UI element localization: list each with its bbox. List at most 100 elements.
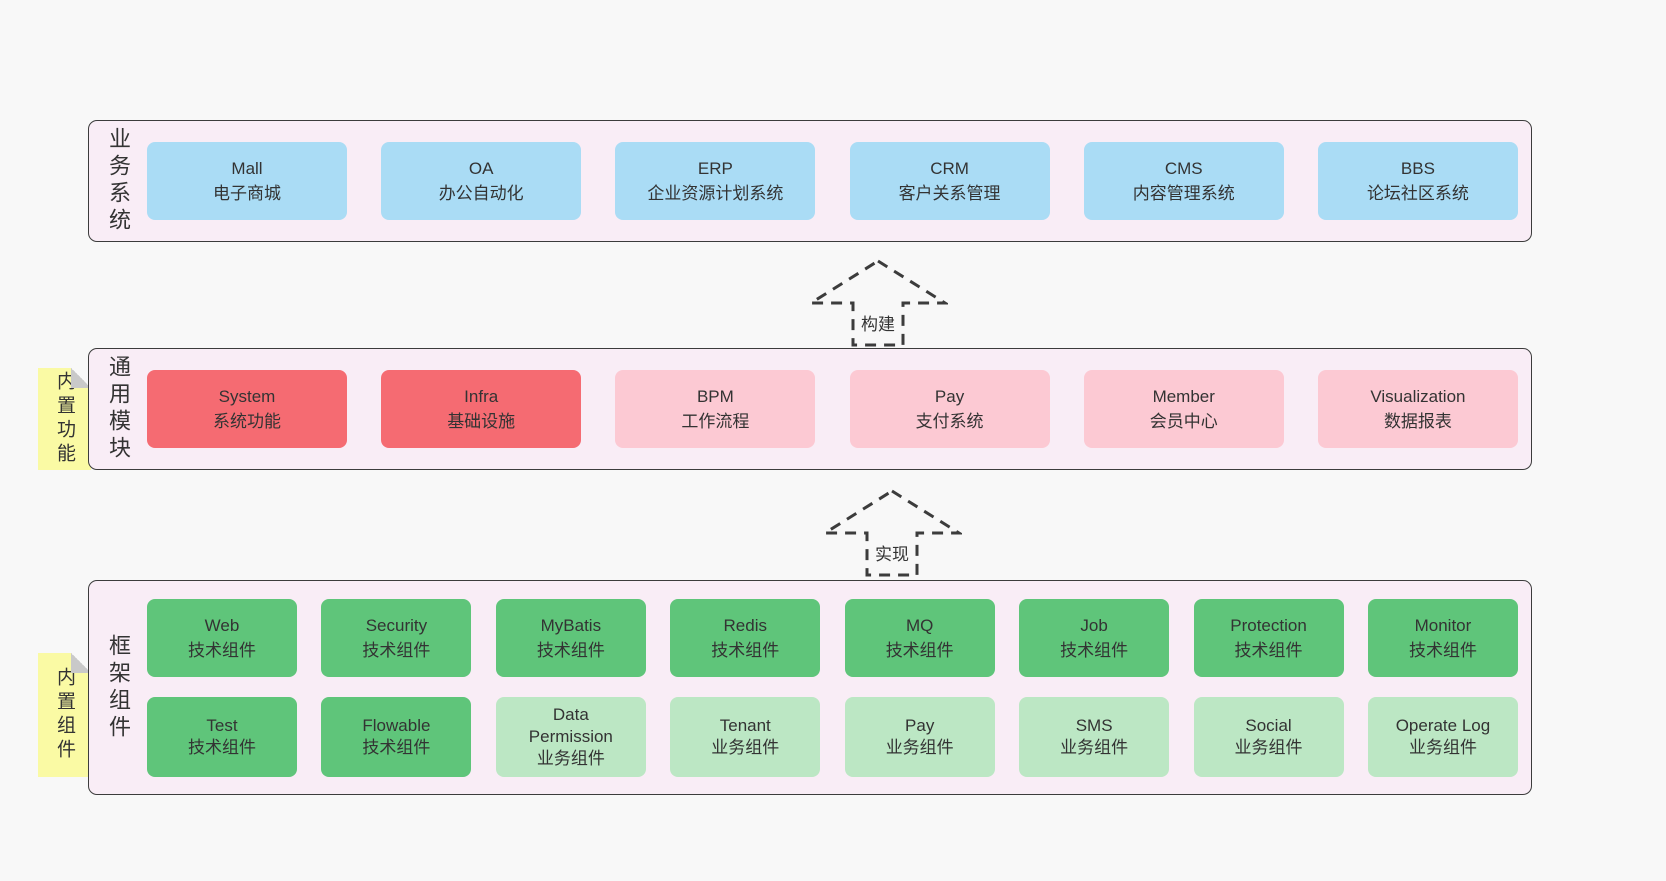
box-redis: Redis 技术组件 — [670, 598, 821, 677]
box-tenant: Tenant 业务组件 — [670, 696, 821, 777]
built-in-components-tab: 内置组件 — [38, 653, 91, 777]
box-bbs: BBS 论坛社区系统 — [1317, 142, 1518, 220]
box-security: Security 技术组件 — [321, 598, 472, 677]
box-crm: CRM 客户关系管理 — [849, 142, 1050, 220]
box-subtitle: 技术组件 — [1060, 640, 1129, 660]
up-arrow-icon — [808, 259, 948, 347]
box-cms: CMS 内容管理系统 — [1083, 142, 1284, 220]
box-title: Pay — [905, 715, 935, 735]
box-system: System 系统功能 — [147, 370, 347, 448]
box-title: MyBatis — [540, 615, 602, 635]
box-job: Job 技术组件 — [1019, 598, 1170, 677]
box-title: BPM — [696, 387, 734, 406]
box-title: Redis — [723, 615, 767, 635]
box-social: Social 业务组件 — [1193, 696, 1344, 777]
box-member: Member 会员中心 — [1083, 370, 1284, 448]
box-protection: Protection 技术组件 — [1193, 598, 1344, 677]
box-title: Test — [206, 715, 238, 735]
box-title: Protection — [1230, 615, 1307, 635]
box-subtitle: 企业资源计划系统 — [647, 184, 784, 203]
box-subtitle: 技术组件 — [362, 737, 431, 757]
box-title: Infra — [464, 387, 499, 406]
box-subtitle: 客户关系管理 — [898, 184, 1001, 203]
box-title: Security — [365, 615, 428, 635]
box-mybatis: MyBatis 技术组件 — [495, 598, 646, 677]
box-subtitle: 技术组件 — [711, 640, 780, 660]
box-subtitle: 业务组件 — [711, 737, 780, 757]
box-subtitle: 基础设施 — [447, 412, 516, 431]
box-infra: Infra 基础设施 — [381, 370, 582, 448]
box-subtitle: 业务组件 — [1060, 737, 1129, 757]
box-subtitle: 技术组件 — [536, 640, 605, 660]
box-sms: SMS 业务组件 — [1019, 696, 1170, 777]
box-flowable: Flowable 技术组件 — [321, 696, 472, 777]
box-title: Data Permission — [528, 704, 613, 746]
box-title: Tenant — [719, 715, 771, 735]
box-title: Visualization — [1370, 387, 1466, 406]
folded-corner-icon — [71, 653, 91, 673]
box-subtitle: 电子商城 — [213, 184, 281, 203]
box-subtitle: 论坛社区系统 — [1366, 184, 1469, 203]
box-pay-module: Pay 支付系统 — [849, 370, 1050, 448]
box-title: CMS — [1164, 159, 1203, 178]
box-subtitle: 办公自动化 — [438, 184, 524, 203]
box-title: ERP — [697, 159, 733, 178]
box-operate-log: Operate Log 业务组件 — [1367, 696, 1518, 777]
box-title: Operate Log — [1395, 715, 1491, 735]
framework-components-panel: 框架组件 Web 技术组件 Security 技术组件 MyBatis 技术组件… — [88, 580, 1532, 795]
box-erp: ERP 企业资源计划系统 — [615, 142, 816, 220]
common-modules-label: 通用模块 — [106, 355, 131, 463]
build-arrow: 构建 — [808, 258, 948, 348]
box-web: Web 技术组件 — [147, 598, 297, 677]
business-systems-label: 业务系统 — [106, 127, 131, 235]
box-monitor: Monitor 技术组件 — [1367, 598, 1518, 677]
box-subtitle: 业务组件 — [1234, 737, 1303, 757]
box-subtitle: 内容管理系统 — [1132, 184, 1235, 203]
built-in-components-tab-label: 内置组件 — [54, 667, 75, 763]
box-title: Job — [1080, 615, 1108, 635]
box-subtitle: 技术组件 — [1408, 640, 1477, 660]
box-subtitle: 技术组件 — [188, 737, 256, 757]
box-subtitle: 技术组件 — [362, 640, 431, 660]
box-subtitle: 业务组件 — [885, 737, 954, 757]
business-systems-panel: 业务系统 Mall 电子商城 OA 办公自动化 ERP 企业资源计划系统 CRM… — [88, 120, 1532, 242]
box-title: OA — [468, 159, 494, 178]
framework-components-grid: Web 技术组件 Security 技术组件 MyBatis 技术组件 Redi… — [147, 581, 1518, 794]
box-subtitle: 工作流程 — [681, 412, 750, 431]
box-title: Flowable — [362, 715, 431, 735]
box-title: Monitor — [1414, 615, 1472, 635]
box-title: Mall — [231, 159, 263, 178]
box-bpm: BPM 工作流程 — [615, 370, 816, 448]
box-title: System — [218, 387, 276, 406]
box-oa: OA 办公自动化 — [381, 142, 582, 220]
built-in-features-tab: 内置功能 — [38, 368, 91, 470]
box-subtitle: 系统功能 — [213, 412, 281, 431]
box-subtitle: 技术组件 — [188, 640, 256, 660]
framework-row-2: Test 技术组件 Flowable 技术组件 Data Permission … — [147, 696, 1518, 777]
box-mall: Mall 电子商城 — [147, 142, 347, 220]
box-title: Pay — [934, 387, 965, 406]
box-test: Test 技术组件 — [147, 696, 297, 777]
box-pay-component: Pay 业务组件 — [844, 696, 995, 777]
box-subtitle: 技术组件 — [885, 640, 954, 660]
business-systems-row: Mall 电子商城 OA 办公自动化 ERP 企业资源计划系统 CRM 客户关系… — [147, 121, 1518, 241]
framework-row-1: Web 技术组件 Security 技术组件 MyBatis 技术组件 Redi… — [147, 598, 1518, 677]
box-subtitle: 业务组件 — [536, 748, 605, 768]
common-modules-panel: 通用模块 System 系统功能 Infra 基础设施 BPM 工作流程 Pay… — [88, 348, 1532, 470]
implement-arrow: 实现 — [822, 488, 962, 578]
up-arrow-icon — [822, 489, 962, 577]
box-title: MQ — [905, 615, 934, 635]
built-in-features-tab-label: 内置功能 — [54, 371, 75, 467]
common-modules-row: System 系统功能 Infra 基础设施 BPM 工作流程 Pay 支付系统… — [147, 349, 1518, 469]
box-title: CRM — [930, 159, 969, 178]
box-subtitle: 支付系统 — [915, 412, 984, 431]
box-mq: MQ 技术组件 — [844, 598, 995, 677]
folded-corner-icon — [71, 368, 91, 388]
box-subtitle: 会员中心 — [1149, 412, 1218, 431]
box-title: SMS — [1075, 715, 1113, 735]
framework-components-label: 框架组件 — [106, 633, 131, 742]
box-data-permission: Data Permission 业务组件 — [495, 696, 646, 777]
box-title: Social — [1245, 715, 1292, 735]
box-subtitle: 技术组件 — [1234, 640, 1303, 660]
box-subtitle: 数据报表 — [1383, 412, 1452, 431]
